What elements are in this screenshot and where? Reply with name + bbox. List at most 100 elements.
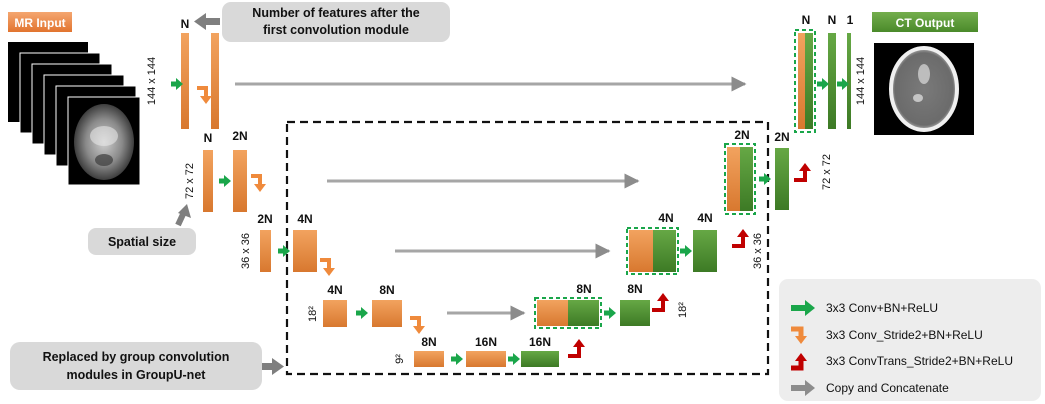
channel-4n-label-l3: 4N — [297, 212, 312, 226]
channel-2n-label-l2: 2N — [232, 129, 247, 143]
channel-n-label-d1a: N — [802, 13, 811, 27]
feature-map-l1-b — [211, 33, 219, 129]
legend-item: 3x3 ConvTrans_Stride2+BN+ReLU — [791, 353, 1013, 371]
channel-16n-label-l5b: 16N — [529, 335, 551, 349]
size-36-label-right: 36 x 36 — [752, 233, 764, 269]
group-note-line1: Replaced by group convolution — [43, 350, 230, 364]
legend-label: 3x3 ConvTrans_Stride2+BN+ReLU — [826, 354, 1013, 368]
channel-n-label-l1: N — [181, 17, 190, 31]
decoder-map-l2 — [775, 148, 789, 210]
conv-arrow-9 — [680, 245, 692, 257]
copy-concat-arrows — [235, 76, 747, 321]
upsampled-map-l2 — [740, 147, 753, 211]
decoder-map-l4 — [620, 300, 650, 326]
conv-arrow-4 — [278, 245, 290, 257]
feature-map-l5-c — [521, 351, 559, 367]
upsampled-map-l1 — [805, 33, 813, 129]
spatial-size-label: Spatial size — [108, 235, 176, 249]
features-note-line2: first convolution module — [263, 23, 409, 37]
group-convolution-region — [285, 120, 770, 376]
feature-map-l2-a — [203, 150, 213, 212]
upsample-arrow-4 — [794, 163, 811, 182]
size-36-label: 36 x 36 — [240, 233, 252, 269]
skip-map-l1 — [798, 33, 805, 129]
legend-item: 3x3 Conv+BN+ReLU — [791, 300, 938, 316]
ct-output-label: CT Output — [896, 16, 955, 30]
skip-map-l4 — [537, 300, 568, 326]
channel-2n-label-l3: 2N — [257, 212, 272, 226]
group-note-line2: modules in GroupU-net — [67, 368, 207, 382]
size-72-label-right: 72 x 72 — [821, 154, 833, 190]
legend-item: Copy and Concatenate — [791, 380, 949, 396]
upsample-arrow-2 — [652, 293, 669, 312]
conv-arrow-7 — [508, 353, 520, 365]
feature-map-l4-b — [372, 300, 402, 327]
upsample-arrow-3 — [732, 229, 749, 248]
concat-box-l3 — [626, 227, 679, 275]
feature-map-l3-a — [260, 230, 271, 272]
downsample-arrow-1 — [197, 86, 212, 104]
red-up-arrow-icon — [791, 353, 807, 371]
feature-map-l4-a — [323, 300, 347, 327]
ct-image — [874, 43, 974, 135]
conv-arrow-12 — [837, 78, 849, 90]
upsampled-map-l3 — [653, 230, 676, 272]
channel-4n-label-d3b: 4N — [697, 211, 712, 225]
legend-item: 3x3 Conv_Stride2+BN+ReLU — [791, 326, 983, 344]
channel-2n-label-d2a: 2N — [734, 128, 749, 142]
decoder-map-l3 — [693, 230, 717, 272]
mr-image-stack — [8, 42, 141, 186]
feature-map-l3-b — [293, 230, 317, 272]
channel-1-label: 1 — [847, 13, 854, 27]
feature-map-l5-b — [466, 351, 506, 367]
conv-arrow-5 — [356, 307, 368, 319]
legend: 3x3 Conv+BN+ReLU 3x3 Conv_Stride2+BN+ReLU… — [779, 279, 1041, 401]
downsample-arrow-4 — [410, 316, 425, 334]
channel-8n-label-l4: 8N — [379, 283, 394, 297]
features-note-callout: Number of features after the first convo… — [222, 2, 450, 42]
channel-8n-label-l5: 8N — [421, 335, 436, 349]
output-map-l1 — [847, 33, 851, 129]
orange-down-arrow-icon — [791, 326, 807, 344]
feature-map-l5-a — [414, 351, 444, 367]
channel-2n-label-d2b: 2N — [774, 130, 789, 144]
legend-label: 3x3 Conv+BN+ReLU — [826, 301, 938, 315]
group-note-pointer — [262, 358, 284, 375]
feature-map-l2-b — [233, 150, 247, 212]
size-72-label: 72 x 72 — [184, 163, 196, 199]
conv-arrow-6 — [451, 353, 463, 365]
size-18-label-right: 18² — [677, 302, 689, 318]
conv-arrows — [171, 78, 849, 365]
channel-8n-label-d4b: 8N — [627, 282, 642, 296]
decoder-map-l1 — [828, 33, 836, 129]
legend-label: Copy and Concatenate — [826, 381, 949, 395]
size-18-label: 18² — [307, 306, 319, 322]
feature-map-l1-a — [181, 33, 189, 129]
conv-arrow-3 — [219, 175, 231, 187]
upsample-arrows — [568, 163, 811, 358]
channel-n-label-l2: N — [204, 131, 213, 145]
channel-4n-label-l4: 4N — [327, 283, 342, 297]
spatial-size-pointer — [175, 204, 191, 227]
features-note-pointer — [194, 13, 220, 30]
conv-arrow-10 — [759, 173, 771, 185]
concat-box-l1 — [794, 29, 816, 133]
downsample-arrow-3 — [320, 258, 335, 276]
conv-arrow-1 — [171, 78, 183, 90]
upsampled-map-l4 — [568, 300, 599, 326]
legend-label: 3x3 Conv_Stride2+BN+ReLU — [826, 328, 983, 342]
gray-arrow-icon — [791, 380, 815, 396]
spatial-size-callout: Spatial size — [88, 228, 196, 255]
mr-input-label: MR Input — [14, 16, 65, 30]
size-144-label-right: 144 x 144 — [855, 57, 867, 105]
channel-n-label-d1b: N — [828, 13, 837, 27]
downsample-arrow-2 — [251, 174, 266, 192]
skip-map-l3 — [629, 230, 653, 272]
mr-input-header: MR Input — [8, 12, 72, 32]
ct-output-header: CT Output — [872, 12, 978, 32]
downsample-arrows — [197, 86, 425, 334]
green-arrow-icon — [791, 300, 815, 316]
upsample-arrow-1 — [568, 339, 585, 358]
